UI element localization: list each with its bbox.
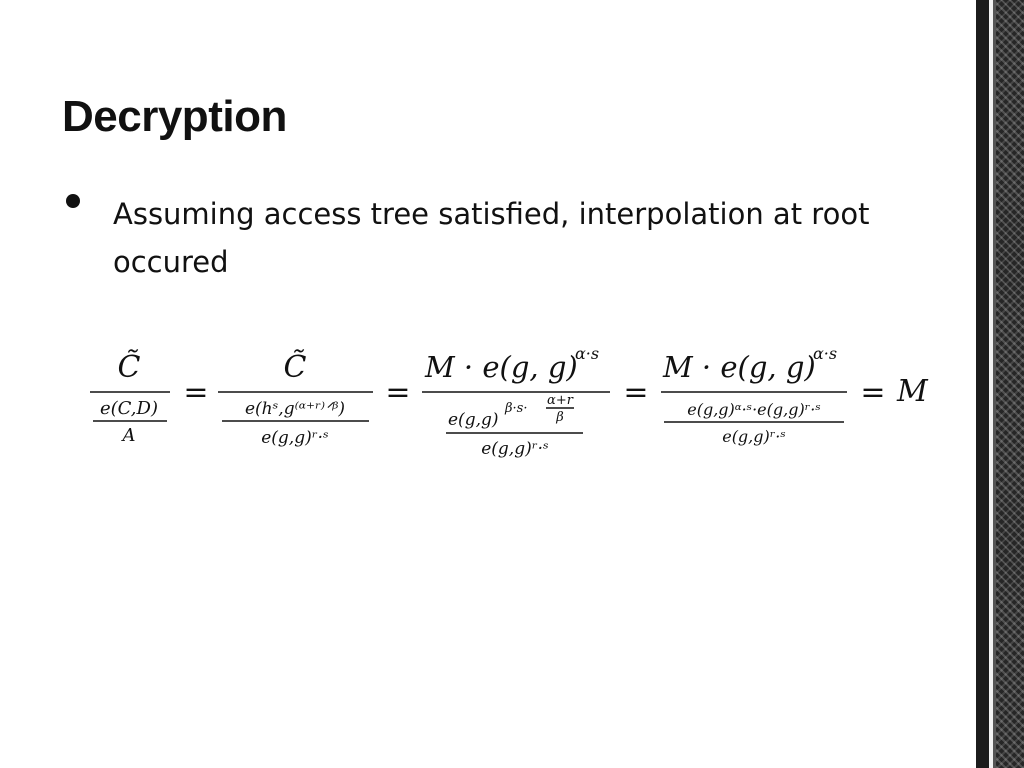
equals-sign-4: = [860, 375, 885, 410]
term1-numerator: C̃ [118, 350, 141, 385]
term3-exponent-fraction-num: α+r [547, 393, 574, 408]
term3-denominator-bottom: e(g,g)ʳ·ˢ [481, 439, 549, 459]
term4-denominator-top: e(g,g)ᵅ·ˢ·e(g,g)ʳ·ˢ [687, 400, 820, 419]
decorative-edge-strip [976, 0, 1024, 768]
edge-shade-line [993, 0, 996, 768]
equals-sign-3: = [623, 375, 648, 410]
term2-denominator-bottom: e(g,g)ʳ·ˢ [261, 428, 329, 448]
term1-denominator-top: e(C,D) [100, 398, 158, 419]
slide-title: Decryption [62, 92, 287, 141]
term4-numerator-base: M · e(g, g) [662, 350, 816, 384]
edge-highlight-line [989, 0, 993, 768]
term3-numerator-exponent: α·s [575, 344, 599, 363]
carbon-weave-pattern [996, 0, 1024, 768]
term4-denominator-bottom: e(g,g)ʳ·ˢ [722, 427, 786, 446]
term2-denominator-top: e(hˢ,g⁽ᵅ⁺ʳ⁾ᐟᵝ) [245, 399, 345, 419]
decryption-equation: C̃ e(C,D) A = C̃ e(hˢ,g⁽ᵅ⁺ʳ⁾ᐟᵝ) e(g,g)ʳ·… [85, 335, 965, 465]
term3-numerator-base: M · e(g, g) [424, 350, 578, 384]
term3-denominator-top-exponent: β·s· [504, 401, 527, 416]
equation-result: M [896, 374, 929, 409]
equals-sign-1: = [183, 375, 208, 410]
term1-denominator-bottom: A [121, 425, 136, 446]
term2-numerator: C̃ [284, 350, 307, 385]
equals-sign-2: = [385, 375, 410, 410]
bullet-text: Assuming access tree satisfied, interpol… [113, 197, 870, 279]
term3-denominator-top-base: e(g,g) [448, 410, 499, 430]
term3-exponent-fraction-den: β [555, 410, 564, 425]
term4-numerator-exponent: α·s [813, 344, 837, 363]
bullet-icon [66, 194, 80, 208]
